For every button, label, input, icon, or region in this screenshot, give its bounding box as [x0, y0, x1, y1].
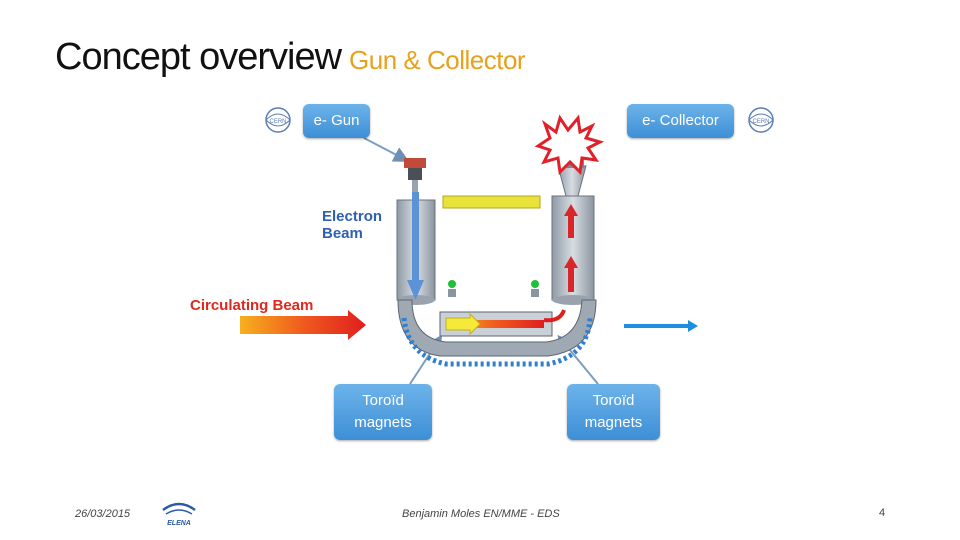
- electron-beam-label: Electron Beam: [322, 208, 383, 242]
- cern-logo-left: CERN: [265, 107, 291, 133]
- collector-callout: e- Collector: [627, 104, 734, 138]
- gun-head-icon: [404, 158, 426, 202]
- electron-beam-up-arrows: [564, 204, 578, 292]
- title-main: Concept overview: [55, 36, 342, 78]
- electron-beam-down-arrow: [407, 192, 424, 300]
- interaction-beam: [448, 320, 544, 328]
- electron-bend-arrow: [543, 309, 566, 323]
- page-number: 4: [879, 507, 886, 519]
- outgoing-beam-arrow: [624, 320, 698, 332]
- explosion-star-icon: [534, 114, 605, 176]
- toroid-right-label: Toroïd magnets: [584, 392, 643, 431]
- merged-beam-arrow: [445, 312, 481, 336]
- footer-author: Benjamin Moles EN/MME - EDS: [402, 508, 560, 520]
- cern-logo-right-text: CERN: [752, 119, 769, 125]
- circulating-beam-arrow: [240, 310, 366, 340]
- cern-logo-left-text: CERN: [269, 119, 286, 125]
- elena-logo: ELENA: [162, 502, 196, 527]
- circulating-beam-label: Circulating Beam: [190, 297, 314, 314]
- gun-pointer-line: [363, 137, 410, 162]
- toroid-left-label: Toroïd magnets: [354, 392, 412, 431]
- gun-callout: e- Gun: [303, 104, 370, 138]
- title-sub: Gun & Collector: [349, 45, 526, 75]
- cern-logo-right: CERN: [748, 107, 774, 133]
- footer-date: 26/03/2015: [75, 508, 131, 520]
- top-yellow-bar: [442, 195, 541, 209]
- toroid-right-callout: Toroïd magnets: [567, 384, 660, 440]
- green-marker-left: [448, 280, 456, 297]
- green-marker-right: [531, 280, 539, 297]
- elena-logo-text: ELENA: [167, 520, 191, 527]
- toroid-left-callout: Toroïd magnets: [334, 384, 432, 440]
